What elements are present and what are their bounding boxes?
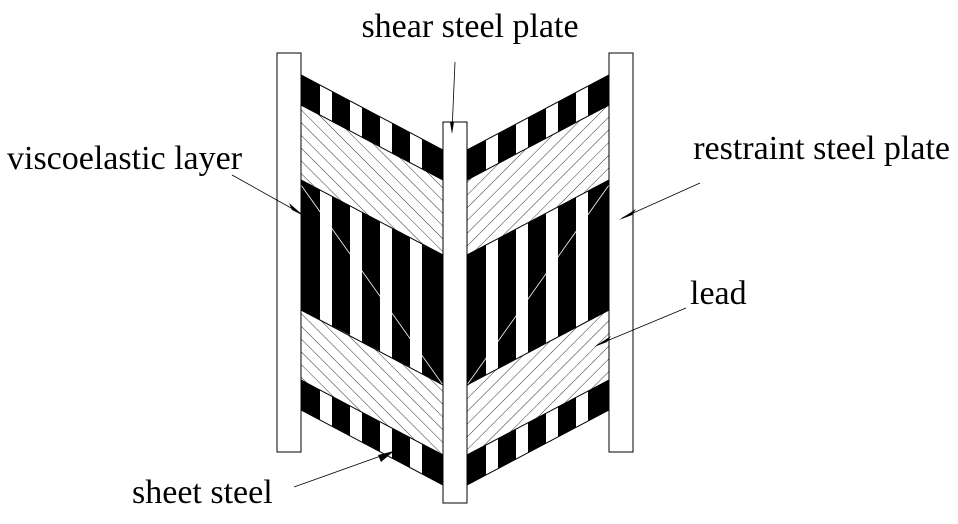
leader-lines bbox=[231, 61, 701, 488]
left-restraint-steel-plate bbox=[276, 52, 302, 453]
left-bottom-strip bbox=[301, 380, 443, 485]
lead-leader bbox=[596, 307, 687, 346]
left-middle-blocks bbox=[301, 180, 443, 386]
right-top-strip bbox=[467, 75, 609, 180]
label-lead: lead bbox=[690, 275, 747, 312]
left-wing bbox=[300, 74, 444, 486]
left-top-strip bbox=[301, 75, 443, 180]
shear-steel-plate-leader bbox=[451, 61, 456, 133]
restraint-steel-plate-leader bbox=[621, 182, 701, 219]
right-bottom-strip bbox=[467, 380, 609, 485]
right-middle-blocks bbox=[467, 180, 609, 386]
sheet-steel-leader bbox=[293, 451, 393, 488]
right-restraint-steel-plate bbox=[608, 52, 634, 453]
label-viscoelastic-layer: viscoelastic layer bbox=[7, 140, 243, 177]
label-restraint-steel-plate: restraint steel plate bbox=[693, 130, 950, 167]
label-shear-steel-plate: shear steel plate bbox=[361, 8, 578, 45]
label-sheet-steel: sheet steel bbox=[132, 474, 273, 511]
shear-steel-plate bbox=[442, 121, 468, 504]
viscoelastic-layer-leader bbox=[231, 174, 301, 214]
right-wing bbox=[466, 74, 610, 486]
